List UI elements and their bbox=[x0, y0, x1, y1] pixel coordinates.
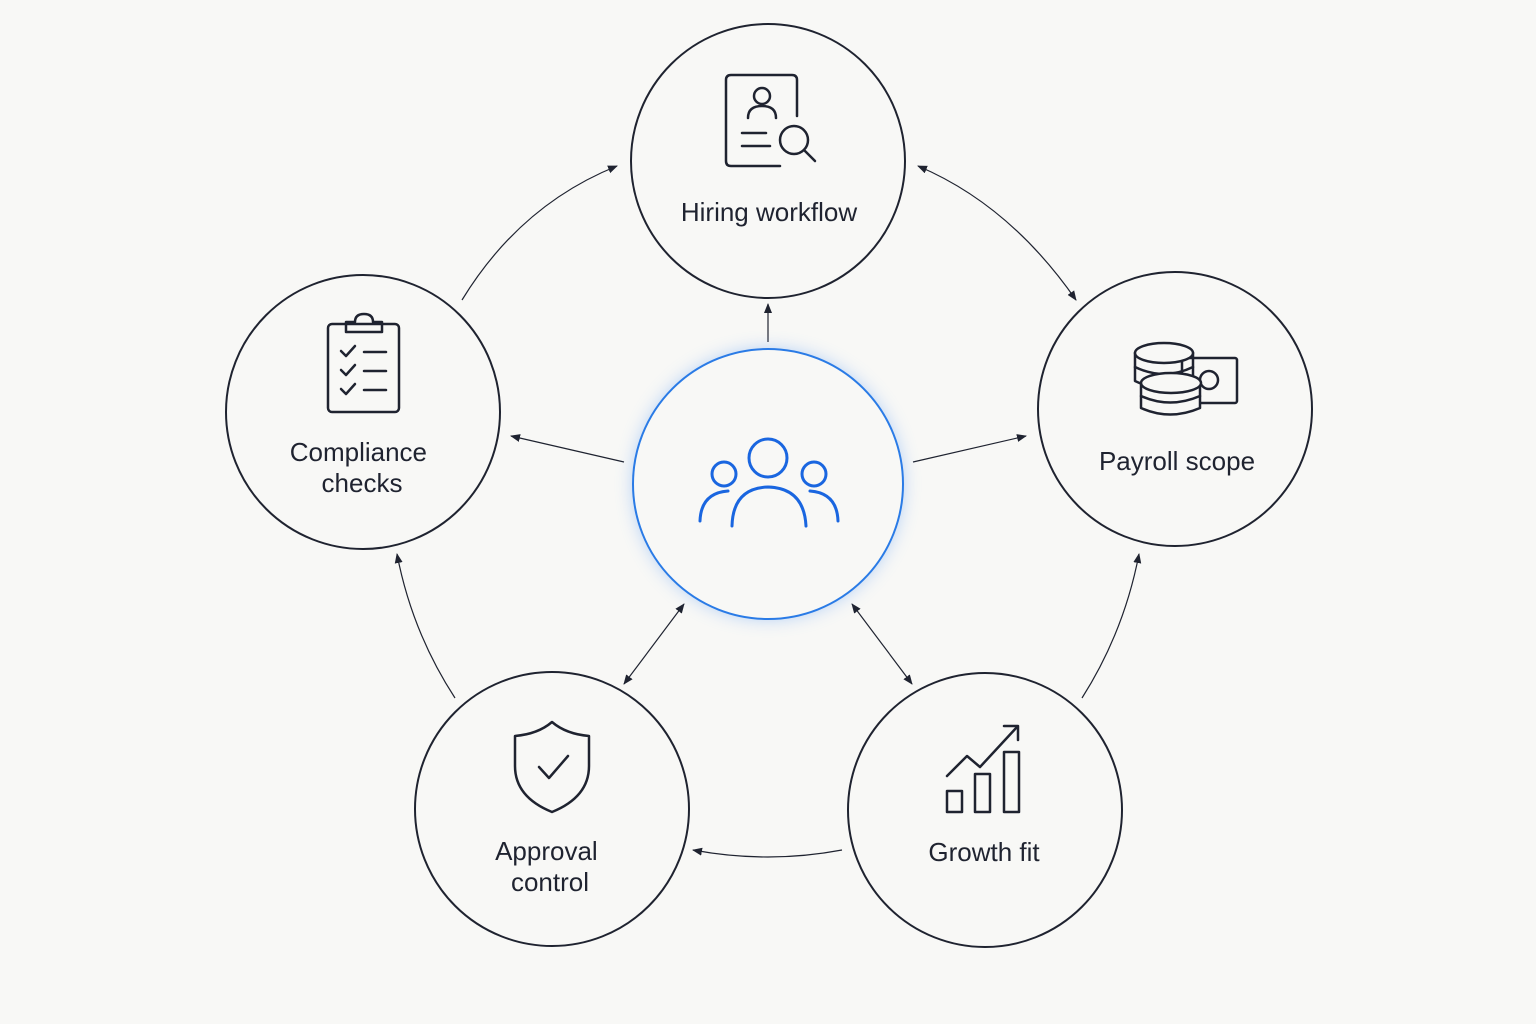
node-growth-fit-label-line-1: Growth fit bbox=[928, 837, 1040, 867]
node-approval-control: Approval control bbox=[414, 671, 690, 947]
clipboard-checklist-icon bbox=[326, 312, 401, 414]
node-compliance-checks: Compliance checks bbox=[225, 274, 501, 550]
connector-approval-control-to-compliance-checks bbox=[394, 553, 456, 699]
node-hiring-workflow-label-line-1: Hiring workflow bbox=[681, 197, 857, 227]
node-compliance-checks-label: Compliance checks bbox=[290, 437, 435, 498]
node-compliance-checks-label-line-1: Compliance bbox=[290, 437, 427, 467]
node-approval-control-circle bbox=[414, 671, 690, 947]
node-payroll-scope: Payroll scope bbox=[1037, 271, 1313, 547]
node-hiring-workflow: Hiring workflow bbox=[630, 23, 906, 299]
node-payroll-scope-label: Payroll scope bbox=[1099, 446, 1255, 476]
connector-growth-fit-to-payroll-scope bbox=[1081, 553, 1142, 699]
node-growth-fit: Growth fit bbox=[847, 672, 1123, 948]
candidate-search-icon bbox=[724, 73, 817, 168]
coins-cash-icon bbox=[1133, 341, 1239, 416]
growth-chart-icon bbox=[945, 724, 1021, 814]
node-growth-fit-circle bbox=[847, 672, 1123, 948]
connector-team-to-compliance-checks bbox=[510, 434, 625, 463]
connector-growth-fit-to-approval-control bbox=[692, 847, 843, 858]
center-node bbox=[632, 348, 904, 620]
connector-hiring-workflow-payroll-scope bbox=[917, 165, 1077, 301]
connectors bbox=[394, 165, 1142, 858]
shield-check-icon bbox=[513, 720, 591, 814]
connector-team-approval-control bbox=[623, 603, 685, 685]
node-payroll-scope-label-line-1: Payroll scope bbox=[1099, 446, 1255, 476]
node-hiring-workflow-label: Hiring workflow bbox=[681, 197, 857, 227]
node-approval-control-label: Approval control bbox=[495, 836, 605, 897]
connector-compliance-checks-to-hiring-workflow bbox=[461, 165, 618, 301]
people-group-icon bbox=[698, 437, 840, 528]
node-compliance-checks-label-line-2: checks bbox=[322, 468, 403, 498]
connector-team-to-payroll-scope bbox=[912, 434, 1027, 463]
node-hiring-workflow-circle bbox=[630, 23, 906, 299]
center-node-circle bbox=[632, 348, 904, 620]
node-growth-fit-label: Growth fit bbox=[928, 837, 1040, 867]
node-approval-control-label-line-1: Approval bbox=[495, 836, 598, 866]
connector-team-growth-fit bbox=[851, 603, 913, 685]
node-approval-control-label-line-2: control bbox=[511, 867, 589, 897]
